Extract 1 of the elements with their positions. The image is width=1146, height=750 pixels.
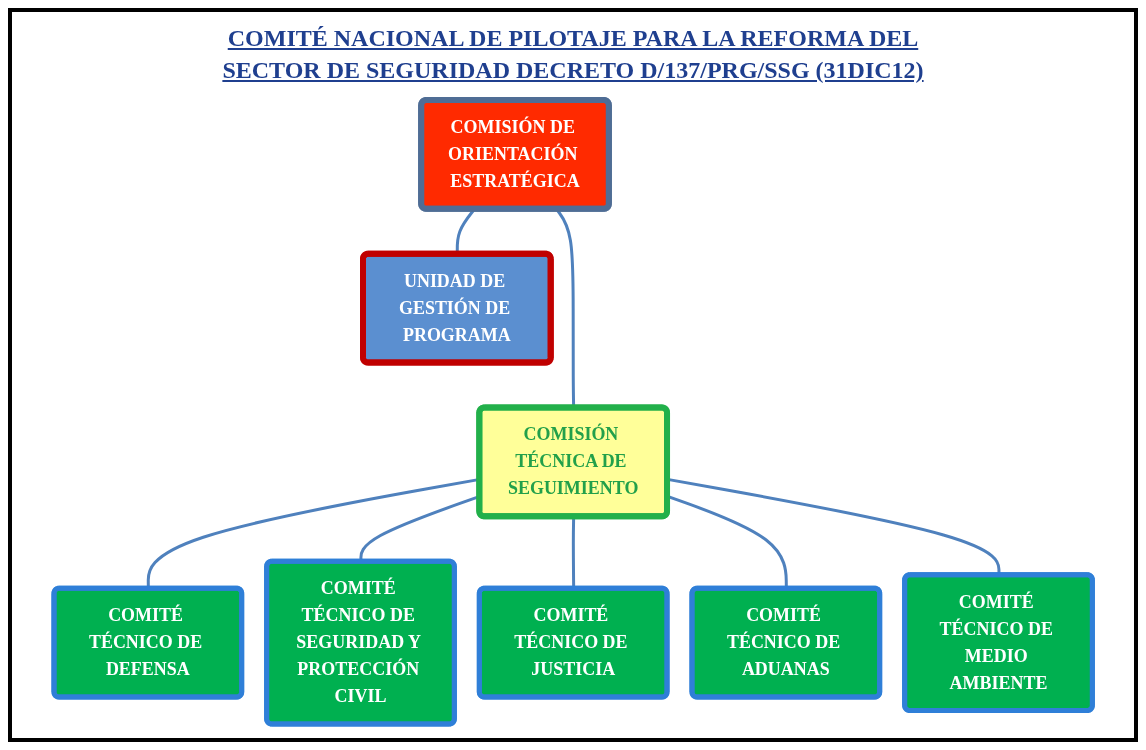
diagram-title: COMITÉ NACIONAL DE PILOTAJE PARA LA REFORMA DEL SECTOR DE SEGURIDAD DECRETO D/137/PRG/SSG (31DIC12) <box>221 24 925 85</box>
